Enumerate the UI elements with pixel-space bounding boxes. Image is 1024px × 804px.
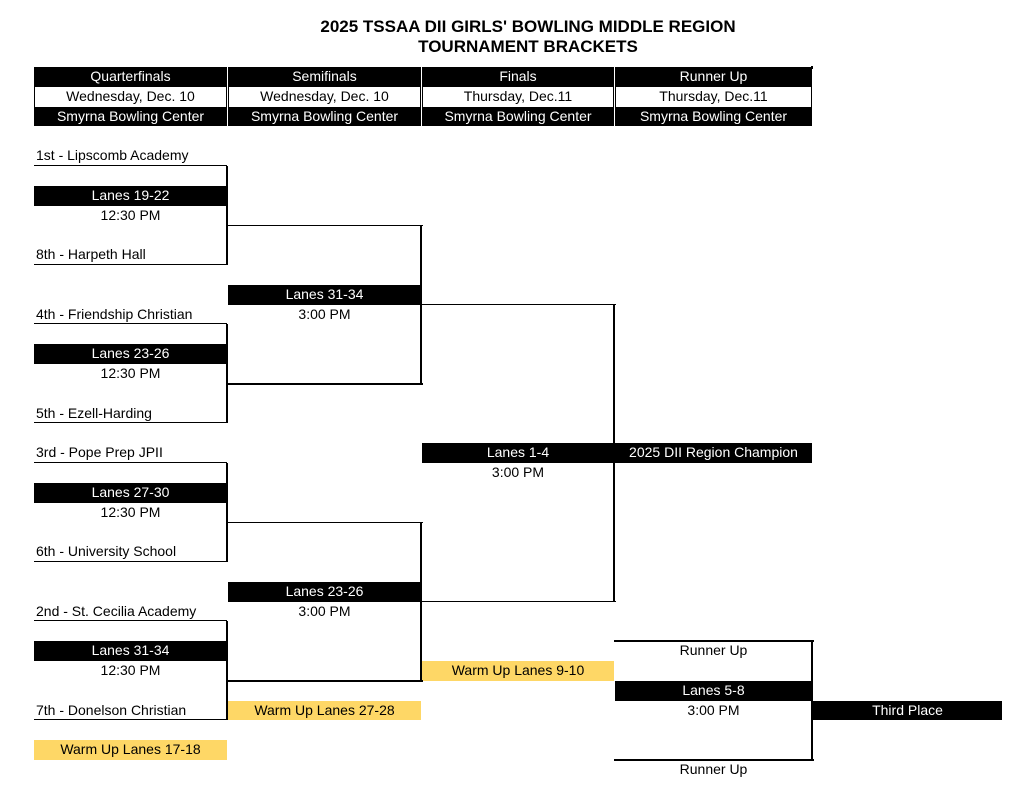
bracket-line xyxy=(226,621,228,721)
bracket-line xyxy=(227,521,423,524)
header-quarterfinals: Quarterfinals xyxy=(34,67,227,87)
date-finals: Thursday, Dec.11 xyxy=(422,86,614,107)
bracket-line xyxy=(613,304,615,602)
team-seed-3: 3rd - Pope Prep JPII xyxy=(34,443,227,463)
runner-up-top: Runner Up xyxy=(679,642,748,659)
date-semifinals: Wednesday, Dec. 10 xyxy=(228,86,421,107)
bracket-line xyxy=(227,680,423,682)
sf2-lanes: Lanes 23-26 xyxy=(228,581,421,602)
date-quarterfinals: Wednesday, Dec. 10 xyxy=(34,86,227,107)
venue-semifinals: Smyrna Bowling Center xyxy=(228,106,421,127)
page-title-line2: TOURNAMENT BRACKETS xyxy=(418,37,638,56)
date-runner-up: Thursday, Dec.11 xyxy=(615,86,812,107)
team-seed-1: 1st - Lipscomb Academy xyxy=(34,146,227,166)
header-semifinals: Semifinals xyxy=(228,67,421,87)
runner-up-lanes: Lanes 5-8 xyxy=(615,680,812,701)
bracket-line xyxy=(226,463,228,562)
qf3-lanes: Lanes 27-30 xyxy=(34,482,227,503)
page-title-line1: 2025 TSSAA DII GIRLS' BOWLING MIDDLE REG… xyxy=(320,17,736,36)
bracket-line xyxy=(227,224,423,227)
sf1-lanes: Lanes 31-34 xyxy=(228,284,421,305)
qf1-lanes: Lanes 19-22 xyxy=(34,185,227,206)
team-seed-4: 4th - Friendship Christian xyxy=(34,305,227,325)
header-finals: Finals xyxy=(422,67,614,87)
venue-finals: Smyrna Bowling Center xyxy=(422,106,614,127)
bracket-line xyxy=(227,383,423,385)
qf4-time: 12:30 PM xyxy=(100,662,161,678)
bracket-line xyxy=(811,641,813,760)
runner-up-bottom: Runner Up xyxy=(679,761,748,777)
sf-warmup: Warm Up Lanes 27-28 xyxy=(228,700,421,721)
bracket-line xyxy=(811,66,813,69)
team-seed-7: 7th - Donelson Christian xyxy=(34,701,227,721)
runner-up-time: 3:00 PM xyxy=(687,701,740,718)
qf2-lanes: Lanes 23-26 xyxy=(34,344,227,364)
team-seed-6: 6th - University School xyxy=(34,542,227,562)
bracket-line xyxy=(226,166,228,265)
region-champion: 2025 DII Region Champion xyxy=(615,443,812,463)
bracket-line xyxy=(226,324,228,424)
bracket-line xyxy=(421,303,616,306)
qf-warmup: Warm Up Lanes 17-18 xyxy=(34,740,227,760)
sf1-time: 3:00 PM xyxy=(298,305,351,322)
team-seed-8: 8th - Harpeth Hall xyxy=(34,245,227,265)
team-seed-5: 5th - Ezell-Harding xyxy=(34,404,227,424)
sf2-time: 3:00 PM xyxy=(298,602,351,619)
qf3-time: 12:30 PM xyxy=(100,503,161,520)
team-seed-2: 2nd - St. Cecilia Academy xyxy=(34,602,227,622)
qf2-time: 12:30 PM xyxy=(100,365,161,381)
final-lanes: Lanes 1-4 xyxy=(422,443,614,463)
venue-quarterfinals: Smyrna Bowling Center xyxy=(34,106,227,127)
third-place: Third Place xyxy=(813,700,1002,721)
header-runner-up: Runner Up xyxy=(615,67,812,87)
venue-runner-up: Smyrna Bowling Center xyxy=(615,106,812,127)
qf4-lanes: Lanes 31-34 xyxy=(34,641,227,661)
bracket-line xyxy=(421,600,616,603)
final-time: 3:00 PM xyxy=(491,464,545,480)
final-warmup: Warm Up Lanes 9-10 xyxy=(422,661,614,681)
bracket-line xyxy=(614,759,814,761)
bracket-line xyxy=(614,640,814,642)
qf1-time: 12:30 PM xyxy=(100,206,161,223)
